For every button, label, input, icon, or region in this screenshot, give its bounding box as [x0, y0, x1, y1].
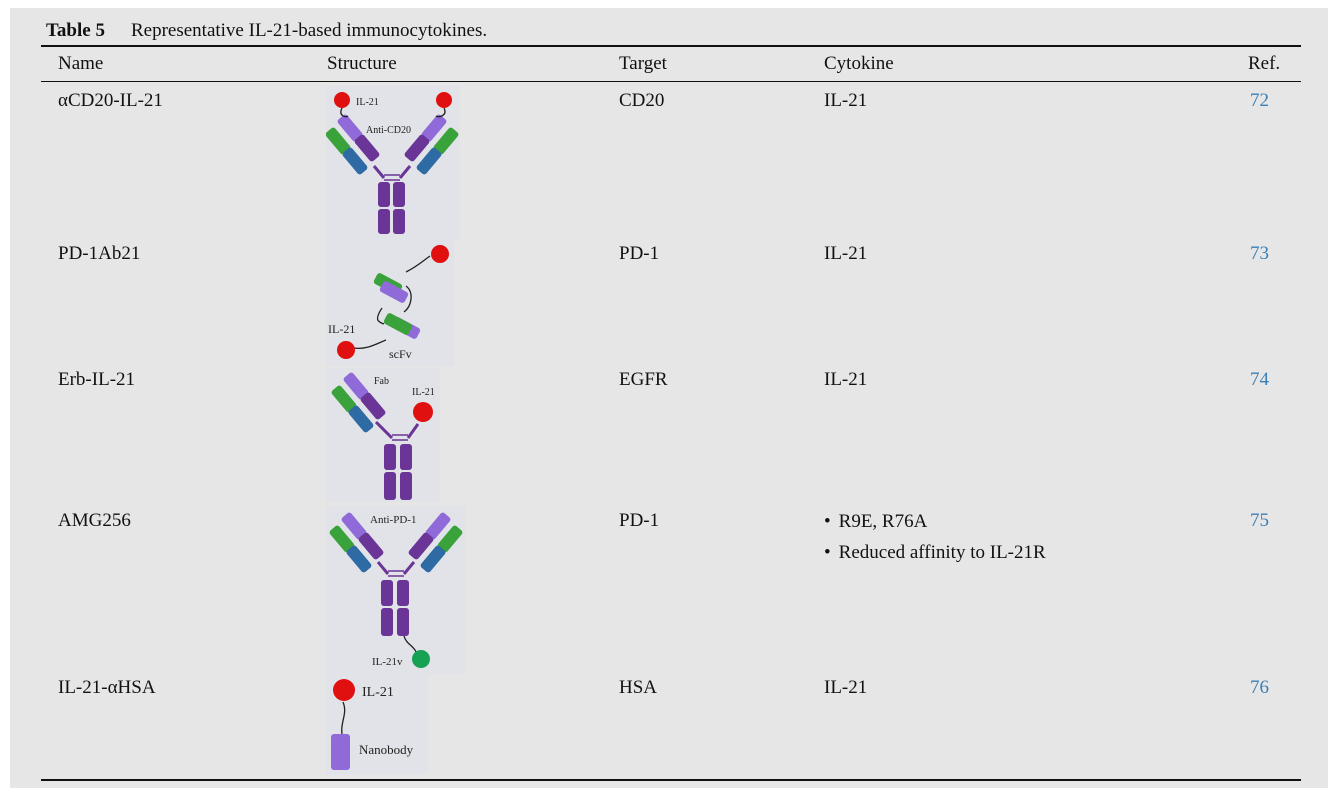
- header-rule: [41, 81, 1301, 82]
- structure-diagram-erb-il21: Fab IL-21: [326, 368, 440, 502]
- structure-diagram-amg256: Anti-PD-1 IL-21v: [326, 506, 466, 674]
- fig-label-cytokine: IL-21: [412, 387, 435, 398]
- row-1-name: αCD20-IL-21: [58, 90, 163, 111]
- antibody-icon: [329, 512, 463, 636]
- row-1-ref-link[interactable]: 72: [1250, 90, 1269, 111]
- fig-label-cytokine: IL-21: [356, 97, 379, 108]
- row-2-cytokine: IL-21: [824, 243, 868, 264]
- row-3-target: EGFR: [619, 369, 668, 390]
- il21-cytokine-icon: [431, 245, 449, 263]
- table-label: Table 5: [46, 20, 105, 41]
- fig-label-antibody: Anti-PD-1: [370, 514, 416, 526]
- structure-diagram-acd20-il21: IL-21 Anti-CD20: [326, 86, 460, 240]
- row-2-name: PD-1Ab21: [58, 243, 141, 264]
- structure-diagram-pd1ab21: IL-21 scFv: [326, 240, 454, 366]
- row-4-cytokine-bullet: R9E, R76A: [824, 506, 1046, 537]
- il21-variant-cytokine-icon: [412, 650, 430, 668]
- row-2-target: PD-1: [619, 243, 660, 264]
- fig-label-cytokine: IL-21v: [372, 656, 403, 668]
- table-title: Representative IL-21-based immunocytokin…: [130, 20, 488, 41]
- row-4-cytokine-bullet: Reduced affinity to IL-21R: [824, 537, 1046, 568]
- nanobody-icon: [331, 734, 350, 770]
- row-5-cytokine: IL-21: [824, 677, 868, 698]
- column-header-structure: Structure: [327, 53, 397, 74]
- row-3-ref-link[interactable]: 74: [1250, 369, 1269, 390]
- row-5-name: IL-21-αHSA: [58, 677, 156, 698]
- row-1-target: CD20: [619, 90, 665, 111]
- table-caption: Table 5 Representative IL-21-based immuno…: [46, 20, 487, 42]
- row-5-ref-link[interactable]: 76: [1250, 677, 1269, 698]
- top-rule: [41, 45, 1301, 47]
- column-header-ref: Ref.: [1248, 53, 1281, 74]
- row-4-cytokine-list: R9E, R76A Reduced affinity to IL-21R: [824, 506, 1046, 568]
- row-4-target: PD-1: [619, 510, 660, 531]
- il21-cytokine-icon: [334, 92, 350, 108]
- fig-label-fragment: Nanobody: [359, 742, 414, 757]
- il21-cytokine-icon: [413, 402, 433, 422]
- antibody-icon: [331, 372, 420, 500]
- row-1-cytokine: IL-21: [824, 90, 868, 111]
- row-4-name: AMG256: [58, 510, 131, 531]
- il21-cytokine-icon: [436, 92, 452, 108]
- fig-label-antibody: Anti-CD20: [366, 125, 411, 136]
- column-header-cytokine: Cytokine: [824, 53, 894, 74]
- row-2-ref-link[interactable]: 73: [1250, 243, 1269, 264]
- antibody-icon: [326, 114, 459, 234]
- fig-label-cytokine: IL-21: [362, 685, 394, 700]
- structure-diagram-il21-ahsa: IL-21 Nanobody: [326, 674, 428, 774]
- bottom-rule: [41, 779, 1301, 781]
- fig-label-fragment: scFv: [389, 347, 412, 361]
- row-3-cytokine: IL-21: [824, 369, 868, 390]
- column-header-target: Target: [619, 53, 667, 74]
- il21-cytokine-icon: [337, 341, 355, 359]
- column-header-name: Name: [58, 53, 104, 74]
- fig-label-cytokine: IL-21: [328, 322, 355, 336]
- table-page: [10, 8, 1328, 788]
- fig-label-fragment: Fab: [374, 376, 389, 387]
- row-4-ref-link[interactable]: 75: [1250, 510, 1269, 531]
- row-3-name: Erb-IL-21: [58, 369, 136, 390]
- scfv-icon: [373, 273, 421, 339]
- row-5-target: HSA: [619, 677, 658, 698]
- il21-cytokine-icon: [333, 679, 355, 701]
